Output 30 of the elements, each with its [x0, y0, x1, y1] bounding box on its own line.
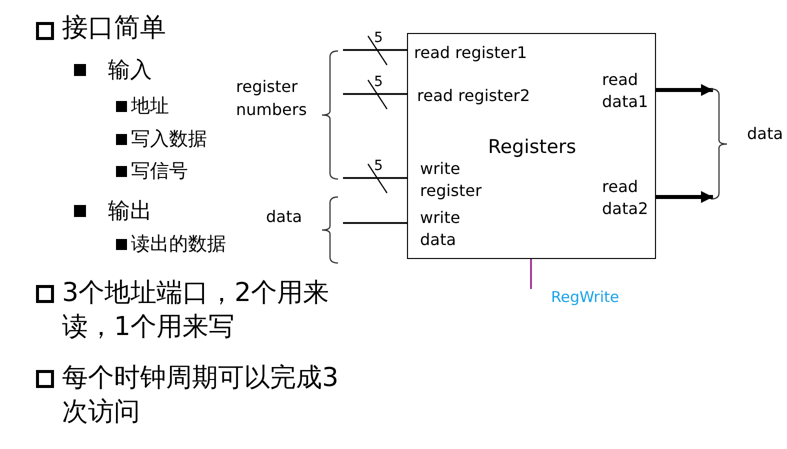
group-label: register numbers	[236, 76, 308, 122]
bullet-text: 3个地址端口，2个用来读，1个用来写	[62, 277, 330, 344]
register-file-box	[407, 33, 656, 259]
bus-line	[343, 164, 407, 194]
bullet-text: 每个时钟周期可以完成3次访问	[62, 362, 340, 429]
bus-width-label: 5	[374, 74, 383, 90]
bullet-text: 输入	[108, 58, 152, 84]
port-label: write data	[420, 207, 462, 252]
bullet-text: 写入数据	[131, 129, 207, 151]
bullet-text: 输出	[108, 199, 152, 224]
bus-line	[343, 222, 407, 224]
bullet-text: 写信号	[131, 161, 188, 183]
group-label: data	[747, 125, 784, 144]
output-arrow	[656, 84, 713, 96]
bus-line	[343, 80, 407, 110]
control-line	[530, 259, 532, 289]
heading-text: 接口简单	[62, 14, 166, 44]
output-arrow	[656, 191, 713, 203]
bus-width-label: 5	[374, 30, 383, 46]
port-label: read data2	[602, 176, 650, 220]
bullet-text: 地址	[131, 96, 169, 118]
control-signal-label: RegWrite	[531, 289, 631, 306]
port-label: read data1	[602, 69, 650, 114]
bullet-text: 读出的数据	[131, 234, 226, 256]
bus-line	[343, 36, 407, 66]
port-label: read register2	[417, 85, 530, 107]
component-title: Registers	[488, 135, 576, 160]
port-label: read register1	[414, 42, 527, 64]
bus-width-label: 5	[374, 158, 383, 174]
group-label: data	[266, 208, 302, 226]
